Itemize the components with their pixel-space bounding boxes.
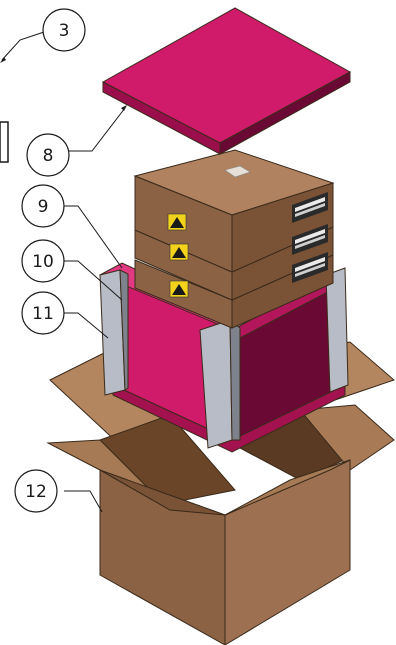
box-flap-right <box>299 404 395 471</box>
device-box-stack <box>133 149 335 329</box>
corner-guard-right <box>325 267 349 393</box>
foam-lid-right-edge <box>219 71 351 155</box>
shipping-box <box>46 341 395 645</box>
barcode-label-icon <box>292 192 328 223</box>
corner-guard-front-side <box>229 318 241 441</box>
callout-10: 10 <box>21 239 65 283</box>
barcode-label-icon <box>292 224 328 255</box>
callout-3-label: 3 <box>59 21 70 41</box>
callout-8-label: 8 <box>43 146 54 166</box>
esd-warning-icon <box>169 243 189 261</box>
callout-3: 3 <box>42 8 86 52</box>
callout-10-label: 10 <box>32 252 54 272</box>
callout-8: 8 <box>26 133 70 177</box>
foam-lid-top <box>101 7 352 144</box>
leader-lines <box>0 31 127 513</box>
foam-lid <box>101 7 352 155</box>
callout-12: 12 <box>14 469 58 513</box>
esd-warning-icon <box>169 280 189 298</box>
callout-9-label: 9 <box>38 197 49 217</box>
box-flap-front-left-b <box>99 469 226 516</box>
esd-warning-icon <box>167 213 187 231</box>
callout-9: 9 <box>21 184 65 228</box>
box-flap-front-right <box>224 459 351 516</box>
partial-object-left <box>0 121 9 163</box>
callout-11: 11 <box>21 291 65 335</box>
barcode-label-icon <box>292 252 328 283</box>
callout-12-label: 12 <box>25 482 47 502</box>
callout-11-label: 11 <box>32 304 54 324</box>
top-label <box>224 165 251 178</box>
